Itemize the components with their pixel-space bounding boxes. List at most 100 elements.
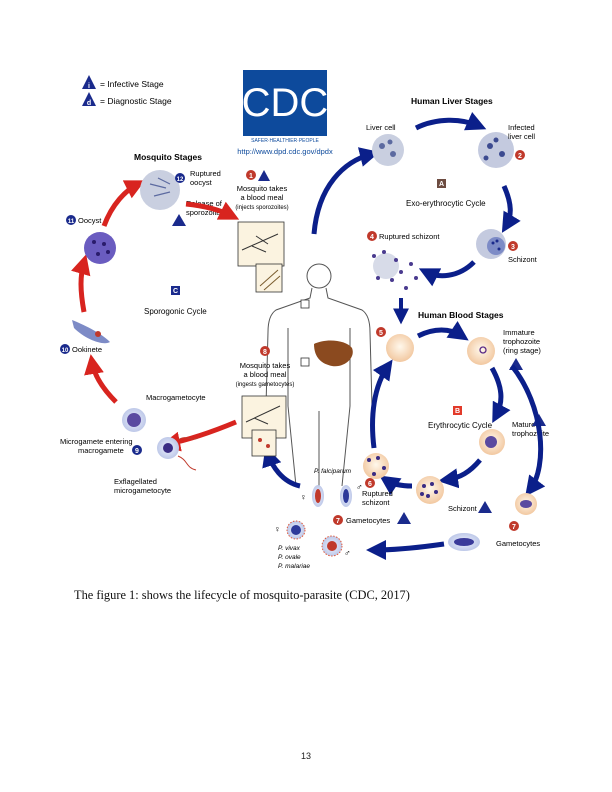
arrow-to-ruptured-blood-schizont: [379, 475, 413, 495]
step-8-number: 8: [263, 349, 267, 356]
liver-schizont-label: Schizont: [508, 255, 538, 264]
male-symbol-2: ♂: [344, 548, 351, 558]
lifecycle-diagram: i = Infective Stage d = Diagnostic Stage…: [60, 70, 549, 570]
arrow-to-macrogametocyte: [160, 419, 237, 452]
step-7-badge-right: [509, 521, 519, 531]
mosquito-bite-inject-image: [237, 221, 285, 293]
malaria-lifecycle-figure: i = Infective Stage d = Diagnostic Stage…: [56, 66, 560, 576]
svg-text:d: d: [87, 100, 91, 107]
arrow-to-ruptured-schizont: [418, 260, 476, 287]
step-6-number: 6: [368, 481, 372, 488]
step-3-badge: [508, 241, 518, 251]
svg-text:7: 7: [512, 524, 516, 531]
step-7-number: 7: [336, 518, 340, 525]
step-4-badge: [367, 231, 377, 241]
immature-trophozoite-3: (ring stage): [503, 346, 541, 355]
gametocytes-diagnostic-icon: [397, 512, 411, 524]
human-liver-icon: [314, 340, 353, 367]
ruptured-schizont-label: Ruptured schizont: [379, 232, 440, 241]
cycle-b-letter: B: [455, 408, 460, 415]
svg-text:SAFER·HEALTHIER·PEOPLE: SAFER·HEALTHIER·PEOPLE: [251, 138, 319, 144]
step-8-label-2: a blood meal: [244, 370, 287, 379]
mature-trophozoite-2: trophozoite: [512, 429, 549, 438]
step-8-badge: [260, 346, 270, 356]
exo-erythrocytic-cycle-label: Exo-erythrocytic Cycle: [406, 199, 486, 208]
arrow-to-gametocytes-mid: [366, 539, 445, 560]
immature-trophozoite-1: Immature: [503, 328, 535, 337]
step-7-badge-mid: [333, 515, 343, 525]
bite-site-1: [300, 299, 310, 309]
step-2-badge: [515, 150, 525, 160]
ruptured-oocyst-1: Ruptured: [190, 169, 221, 178]
infective-stage-legend: = Infective Stage: [100, 79, 164, 89]
release-sporozoites-1: Release of: [186, 199, 223, 208]
step-1-infective-icon: [258, 170, 270, 181]
legend: i = Infective Stage d = Diagnostic Stage: [82, 75, 172, 107]
arrow-to-oocyst: [71, 254, 91, 313]
step-8-label-1: Mosquito takes: [240, 361, 291, 370]
step-2-number: 2: [518, 153, 522, 160]
oocyst-image: [84, 232, 116, 264]
schizont-diagnostic-icon: [478, 501, 492, 513]
blood-schizont-label: Schizont: [448, 504, 478, 513]
step-12-badge: [175, 173, 185, 183]
vivax-gametocytes: [286, 520, 343, 557]
human-liver-stages-title: Human Liver Stages: [411, 96, 493, 106]
infected-liver-cell-label-2: liver cell: [508, 132, 535, 141]
arrow-to-step-1: [185, 201, 240, 220]
ruptured-oocyst-2: oocyst: [190, 178, 213, 187]
diagnostic-stage-icon: d: [82, 92, 96, 107]
infective-stage-icon: i: [82, 75, 96, 90]
step-11-number: 11: [68, 219, 75, 225]
liver-schizont-image: [476, 229, 506, 259]
microgamete-entering-image: [157, 437, 199, 471]
cycle-c-badge: [171, 286, 180, 295]
ruptured-schizont-blood-1: Ruptured: [362, 489, 393, 498]
female-symbol-2: ♀: [274, 524, 281, 534]
oocyst-label: Oocyst: [78, 216, 102, 225]
arrow-to-liver-cell: [311, 147, 380, 235]
step-1-number: 1: [249, 173, 253, 180]
step-6-badge: [365, 478, 375, 488]
arrow-to-ring-stage: [416, 321, 469, 341]
infected-liver-cell-image: [478, 132, 514, 168]
p-ovale-label: P. ovale: [278, 554, 301, 561]
cycle-a-badge: [437, 179, 446, 188]
human-blood-stages-title: Human Blood Stages: [418, 310, 504, 320]
gametocytes-right-label: Gametocytes: [496, 539, 540, 548]
step-10-badge: [60, 344, 70, 354]
exflagellated-1: Exflagellated: [114, 477, 157, 486]
arrow-to-mosquito-meal: [262, 446, 301, 489]
bite-site-2: [300, 357, 310, 367]
liver-cell-image: [372, 134, 404, 166]
falciparum-gametocytes: [312, 485, 352, 507]
sporogonic-cycle-label: Sporogonic Cycle: [144, 307, 207, 316]
svg-text:CDC: CDC: [242, 81, 329, 125]
p-vivax-label: P. vivax: [278, 545, 301, 552]
cycle-b-badge: [453, 406, 462, 415]
step-9-badge: [132, 445, 142, 455]
ookinete-image: [72, 320, 110, 344]
rbc-ruptured-schizont: [363, 453, 389, 479]
arrow-to-schizont: [501, 184, 521, 233]
p-malariae-label: P. malariae: [278, 563, 310, 570]
figure-caption: The figure 1: shows the lifecycle of mos…: [74, 588, 410, 602]
mature-trophozoite-1: Mature: [512, 420, 535, 429]
gametocytes-mid-label: Gametocytes: [346, 516, 390, 525]
cycle-c-letter: C: [173, 288, 178, 295]
step-8-label-3: (ingests gametocytes): [236, 382, 295, 388]
rbc-merozoite: [386, 334, 414, 362]
liver-cell-label: Liver cell: [366, 123, 396, 132]
diagnostic-stage-legend: = Diagnostic Stage: [100, 96, 172, 106]
arrow-back-to-merozoite: [370, 359, 393, 449]
female-symbol-1: ♀: [300, 492, 307, 502]
sporozoites-infective-icon: [172, 214, 186, 226]
arrow-to-blood-schizont: [438, 458, 482, 489]
ruptured-oocyst-image: [140, 170, 180, 210]
microgamete-entering-2: macrogamete: [78, 446, 124, 455]
step-3-number: 3: [511, 244, 515, 251]
step-1-label-1: Mosquito takes: [237, 184, 288, 193]
page-number: 13: [300, 751, 311, 761]
macrogametocyte-image: [122, 408, 146, 432]
arrow-to-mature-trophozoite: [489, 366, 511, 424]
